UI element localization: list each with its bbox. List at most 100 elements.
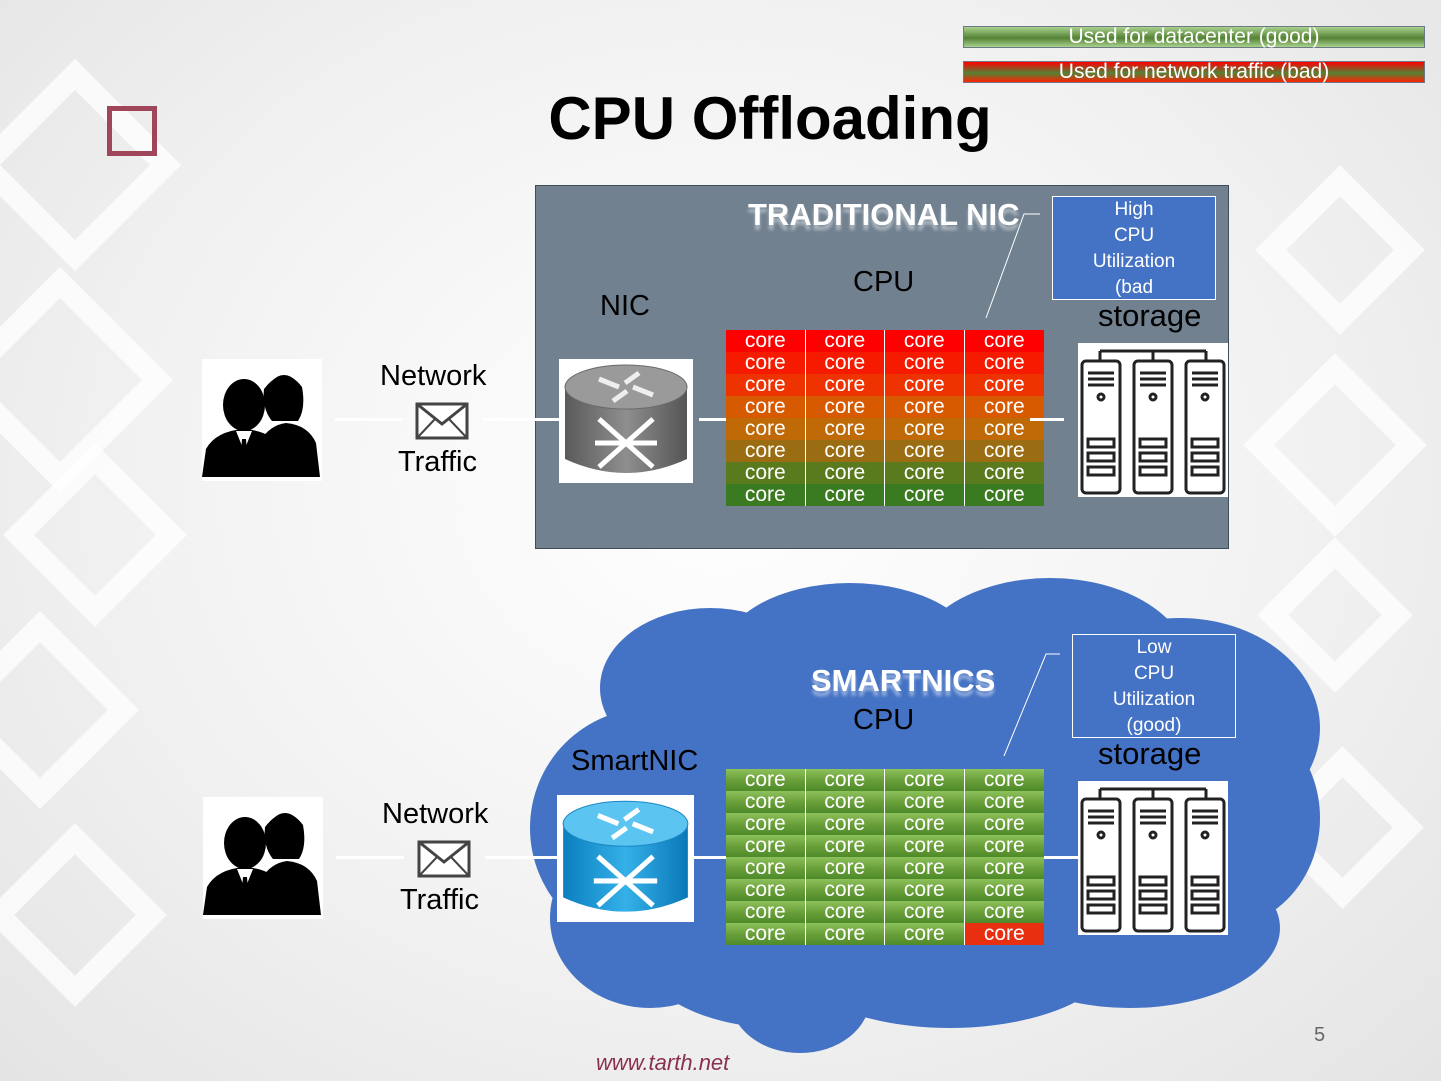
router-icon	[564, 364, 688, 473]
smart-wire-user-envelope	[336, 856, 404, 859]
cpu-core-cell: core	[726, 330, 806, 352]
cpu-core-cell: core	[805, 418, 885, 440]
bg-diamond	[1243, 353, 1427, 537]
cpu-core-cell: core	[726, 396, 806, 418]
cpu-core-cell: core	[885, 835, 965, 857]
cpu-core-cell: core	[964, 440, 1044, 462]
cpu-core-cell: core	[805, 791, 885, 813]
cpu-core-cell: core	[805, 857, 885, 879]
traditional-wire-cpu-storage	[1030, 418, 1064, 421]
cpu-core-cell: core	[885, 791, 965, 813]
traditional-wire-nic-cpu	[699, 418, 726, 421]
callout-line: (bad	[1114, 277, 1154, 298]
traditional-callout: High CPU Utilization (bad	[1052, 196, 1216, 300]
bg-diamond	[3, 443, 187, 627]
cpu-core-cell: core	[964, 330, 1044, 352]
traditional-storage-device	[1078, 343, 1228, 497]
smart-storage-device	[1078, 781, 1228, 935]
cpu-core-cell: core	[964, 813, 1044, 835]
smart-callout: Low CPU Utilization (good)	[1072, 634, 1236, 738]
cpu-core-cell: core	[885, 396, 965, 418]
cpu-core-cell: core	[964, 418, 1044, 440]
cpu-core-cell: core	[805, 374, 885, 396]
slide-title: CPU Offloading	[548, 85, 992, 152]
smart-cpu-label: CPU	[853, 704, 915, 736]
logo-square-icon	[107, 106, 157, 156]
cpu-core-cell: core	[964, 484, 1044, 506]
envelope-icon	[417, 840, 471, 878]
bg-diamond	[0, 611, 139, 809]
cpu-core-cell: core	[805, 462, 885, 484]
cpu-core-cell: core	[885, 901, 965, 923]
cpu-core-cell: core	[726, 440, 806, 462]
router-icon	[562, 800, 689, 912]
cpu-core-cell: core	[964, 374, 1044, 396]
cpu-core-cell: core	[885, 462, 965, 484]
cpu-core-cell: core	[805, 352, 885, 374]
callout-line: Low	[1136, 637, 1172, 658]
traditional-storage-label: storage	[1098, 298, 1202, 333]
website-url: www.tarth.net	[596, 1050, 730, 1075]
smart-traffic-label: Traffic	[400, 884, 479, 916]
cpu-core-cell: core	[964, 857, 1044, 879]
cpu-core-cell: core	[726, 879, 806, 901]
smart-wire-envelope-nic	[485, 856, 557, 859]
cpu-core-cell: core	[805, 923, 885, 945]
callout-line: CPU	[1113, 225, 1155, 246]
smart-callout-leader	[1003, 653, 1060, 757]
cpu-core-cell: core	[726, 791, 806, 813]
server-rack-icon	[1080, 349, 1226, 495]
cpu-core-cell: core	[885, 440, 965, 462]
traditional-wire-envelope-nic	[483, 418, 559, 421]
server-rack-icon	[1080, 787, 1226, 933]
cpu-core-cell: core	[805, 901, 885, 923]
callout-line: Utilization	[1092, 251, 1176, 272]
users-icon	[202, 375, 320, 477]
users-icon	[203, 813, 321, 915]
smart-wire-nic-cpu	[694, 856, 726, 859]
smart-wire-cpu-storage	[1044, 856, 1078, 859]
smart-storage-label: storage	[1098, 736, 1202, 771]
cpu-core-cell: core	[726, 813, 806, 835]
cpu-core-cell: core	[726, 352, 806, 374]
cpu-core-cell: core	[726, 923, 806, 945]
cpu-core-cell: core	[885, 857, 965, 879]
cpu-core-cell: core	[885, 923, 965, 945]
cpu-core-cell: core	[805, 440, 885, 462]
cpu-core-cell: core	[805, 330, 885, 352]
cpu-core-cell: core	[726, 462, 806, 484]
traditional-wire-user-envelope	[335, 418, 403, 421]
bg-diamond	[0, 823, 167, 1007]
callout-line: High	[1114, 199, 1154, 220]
traditional-users	[202, 359, 322, 481]
cpu-core-cell: core	[885, 330, 965, 352]
cpu-core-cell: core	[805, 835, 885, 857]
cpu-core-cell: core	[805, 484, 885, 506]
cpu-core-cell: core	[805, 769, 885, 791]
traditional-heading: TRADITIONAL NIC	[748, 197, 1020, 232]
cpu-core-cell: core	[964, 396, 1044, 418]
cpu-core-cell: core	[805, 813, 885, 835]
cpu-core-cell: core	[726, 835, 806, 857]
cpu-core-cell: core	[964, 462, 1044, 484]
cpu-core-cell: core	[726, 857, 806, 879]
envelope-icon	[415, 402, 469, 440]
smart-users	[203, 797, 323, 919]
cpu-core-cell: core	[964, 352, 1044, 374]
smart-network-label: Network	[382, 798, 489, 830]
legend-good: Used for datacenter (good)	[963, 26, 1425, 48]
cpu-core-cell: core	[885, 484, 965, 506]
cpu-core-cell: core	[885, 374, 965, 396]
traditional-cpu-label: CPU	[853, 266, 915, 298]
cpu-core-cell: core	[964, 879, 1044, 901]
cpu-core-cell: core	[885, 352, 965, 374]
cpu-core-cell: core	[885, 769, 965, 791]
cpu-core-cell: core	[726, 418, 806, 440]
cpu-core-cell: core	[726, 901, 806, 923]
smart-nic-label: SmartNIC	[571, 745, 699, 777]
cpu-core-cell: core	[885, 418, 965, 440]
cpu-core-cell: core	[885, 879, 965, 901]
cpu-core-cell: core	[964, 923, 1044, 945]
traditional-callout-leader	[985, 213, 1040, 319]
